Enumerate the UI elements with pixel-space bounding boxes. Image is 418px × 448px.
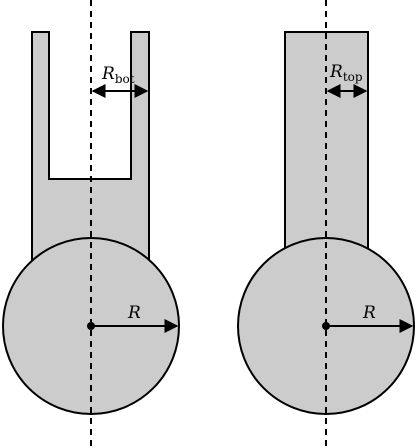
left-center-dot bbox=[87, 322, 95, 330]
left-ball-radius-label: R bbox=[127, 303, 141, 323]
right-figure: Rtop R bbox=[237, 0, 415, 448]
right-ball-radius-label: R bbox=[362, 303, 376, 323]
left-hollow-rod bbox=[31, 31, 150, 271]
left-inner-radius-label: Rbot bbox=[101, 64, 135, 86]
right-center-dot bbox=[322, 322, 330, 330]
left-figure: Rbot R bbox=[2, 0, 180, 448]
right-rod-radius-label: Rtop bbox=[329, 62, 363, 84]
